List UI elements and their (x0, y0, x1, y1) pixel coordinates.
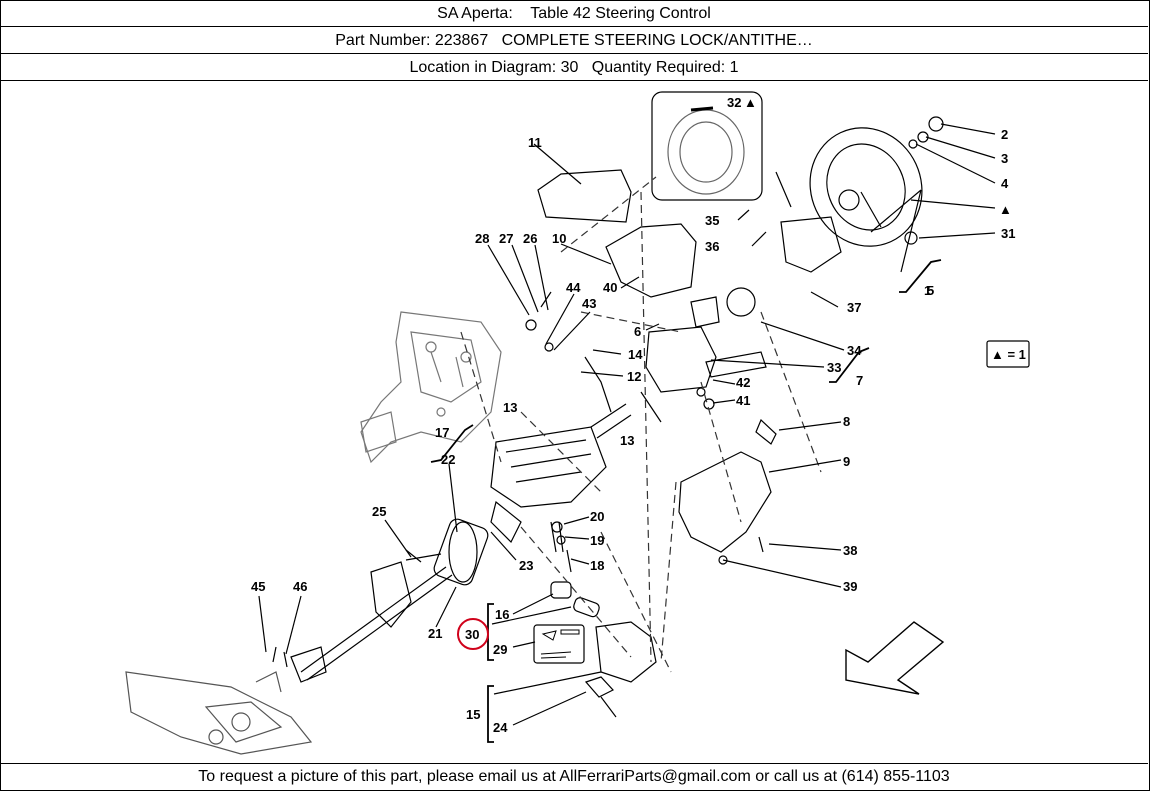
callout-29: 29 (493, 642, 507, 657)
callout-11: 11 (528, 135, 542, 150)
wheel-inset-box (651, 91, 763, 201)
switch-assembly-drawing (645, 216, 842, 393)
callout-4: 4 (1001, 176, 1009, 191)
callout-42: 42 (736, 375, 750, 390)
callout-40: 40 (603, 280, 617, 295)
legend-box (986, 340, 1030, 368)
callout-6: 6 (634, 324, 641, 339)
callout-21: 21 (428, 626, 442, 641)
steering-column-drawing (490, 403, 632, 553)
intermediate-shaft-drawing (290, 518, 489, 683)
callout-35: 35 (705, 213, 719, 228)
callout-41: 41 (736, 393, 750, 408)
callout-27: 27 (499, 231, 513, 246)
parts-diagram-svg: 1 2 3 4 5 6 7 8 9 10 11 12 13 13 14 15 1… (125, 91, 1030, 755)
callout-36: 36 (705, 239, 719, 254)
callout-25: 25 (372, 504, 386, 519)
callout-9: 9 (843, 454, 850, 469)
callout-10: 10 (552, 231, 566, 246)
callout-24: 24 (493, 720, 508, 735)
callout-31: 31 (1001, 226, 1015, 241)
callout-26: 26 (523, 231, 537, 246)
callout-15: 15 (466, 707, 480, 722)
header-part-row: Part Number: 223867 COMPLETE STEERING LO… (0, 28, 1148, 54)
part-number: Part Number: 223867 (335, 32, 489, 49)
callout-labels: 1 2 3 4 5 6 7 8 9 10 11 12 13 13 14 15 1… (251, 95, 1026, 735)
direction-arrow-icon (845, 621, 945, 695)
callout-17: 17 (435, 425, 449, 440)
callout-5: 5 (927, 283, 934, 298)
callout-16: 16 (495, 607, 509, 622)
callout-12: 12 (627, 369, 641, 384)
callout-23: 23 (519, 558, 533, 573)
callout-32: 32 (727, 95, 741, 110)
callout-20: 20 (590, 509, 604, 524)
callout-1: 1 (924, 283, 931, 298)
callout-8: 8 (843, 414, 850, 429)
callout-18: 18 (590, 558, 604, 573)
callout-28: 28 (475, 231, 489, 246)
quantity-required: Quantity Required: 1 (591, 59, 739, 76)
callout-34: 34 (847, 343, 862, 358)
part-description: COMPLETE STEERING LOCK/ANTITHE… (501, 32, 813, 49)
callout-14: 14 (628, 347, 643, 362)
location-in-diagram: Location in Diagram: 30 (409, 59, 579, 76)
callout-46: 46 (293, 579, 307, 594)
triangle-marker-inset: ▲ (744, 95, 757, 110)
callout-13b: 13 (620, 433, 634, 448)
leader-lines (258, 123, 996, 726)
callout-43: 43 (582, 296, 596, 311)
callout-44: 44 (566, 280, 581, 295)
dashed-guide-lines (460, 176, 822, 673)
callout-39: 39 (843, 579, 857, 594)
callout-30: 30 (465, 627, 479, 642)
model-name: SA Aperta: (437, 5, 513, 22)
callout-2: 2 (1001, 127, 1008, 142)
parts-diagram: 1 2 3 4 5 6 7 8 9 10 11 12 13 13 14 15 1… (1, 82, 1149, 762)
highlight-circle (457, 618, 489, 650)
group-brackets (430, 259, 942, 743)
callout-22: 22 (441, 452, 455, 467)
callout-45: 45 (251, 579, 265, 594)
legend-text: ▲ = 1 (991, 347, 1026, 362)
steering-wheel-drawing (775, 116, 944, 247)
chassis-frame-drawing (360, 311, 502, 464)
callout-33: 33 (827, 360, 841, 375)
key-label-drawing (540, 629, 580, 659)
callout-7: 7 (856, 373, 863, 388)
callout-13a: 13 (503, 400, 517, 415)
header-location-row: Location in Diagram: 30 Quantity Require… (0, 55, 1148, 81)
footer-contact: To request a picture of this part, pleas… (0, 763, 1148, 790)
callout-19: 19 (590, 533, 604, 548)
header-title-row: SA Aperta: Table 42 Steering Control (0, 1, 1148, 27)
callout-3: 3 (1001, 151, 1008, 166)
callout-37: 37 (847, 300, 861, 315)
steering-lock-drawing (533, 581, 657, 718)
steering-rack-drawing (125, 671, 313, 755)
callout-38: 38 (843, 543, 857, 558)
table-title: Table 42 Steering Control (530, 5, 711, 22)
triangle-marker-wheel: ▲ (999, 202, 1012, 217)
hardware-drawing (272, 291, 777, 668)
